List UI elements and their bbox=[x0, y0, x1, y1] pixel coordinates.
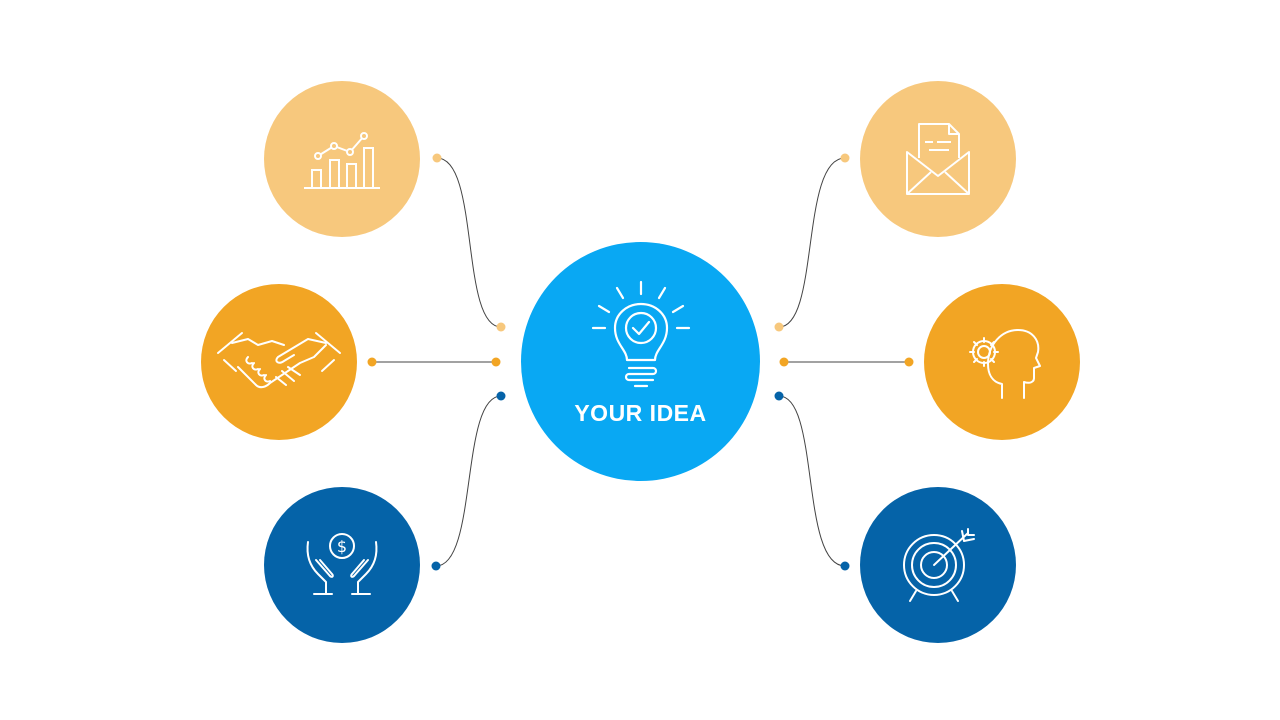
connector-dot bbox=[774, 322, 784, 332]
connector-dot bbox=[367, 357, 377, 367]
money-in-hands-icon: $ bbox=[306, 533, 378, 595]
svg-text:$: $ bbox=[337, 537, 347, 556]
target-arrow-icon bbox=[903, 528, 975, 602]
growth-chart-icon bbox=[304, 132, 380, 189]
connector-dot bbox=[779, 357, 789, 367]
center-idea-circle: YOUR IDEA bbox=[521, 242, 760, 481]
head-gear-icon bbox=[969, 329, 1041, 399]
connector-bottom-left bbox=[435, 395, 502, 567]
center-label: YOUR IDEA bbox=[574, 400, 707, 426]
connector-dot bbox=[904, 357, 914, 367]
connector-dot bbox=[496, 322, 506, 332]
handshake-icon bbox=[217, 332, 341, 389]
node-bottom-left: $ bbox=[264, 487, 420, 643]
node-bottom-right bbox=[860, 487, 1016, 643]
lightbulb-check-icon bbox=[591, 280, 691, 388]
connector-top-left bbox=[436, 157, 502, 328]
connector-dot bbox=[840, 153, 850, 163]
node-top-left bbox=[264, 81, 420, 237]
node-top-right bbox=[860, 81, 1016, 237]
node-middle-left bbox=[201, 284, 357, 440]
envelope-letter-icon bbox=[906, 123, 970, 195]
node-middle-right bbox=[924, 284, 1080, 440]
connector-dot bbox=[431, 561, 441, 571]
connector-dot bbox=[496, 391, 506, 401]
connector-bottom-right bbox=[778, 395, 846, 567]
connector-dot bbox=[774, 391, 784, 401]
connector-top-right bbox=[778, 157, 846, 328]
connector-dot bbox=[840, 561, 850, 571]
connector-dot bbox=[491, 357, 501, 367]
connector-dot bbox=[432, 153, 442, 163]
